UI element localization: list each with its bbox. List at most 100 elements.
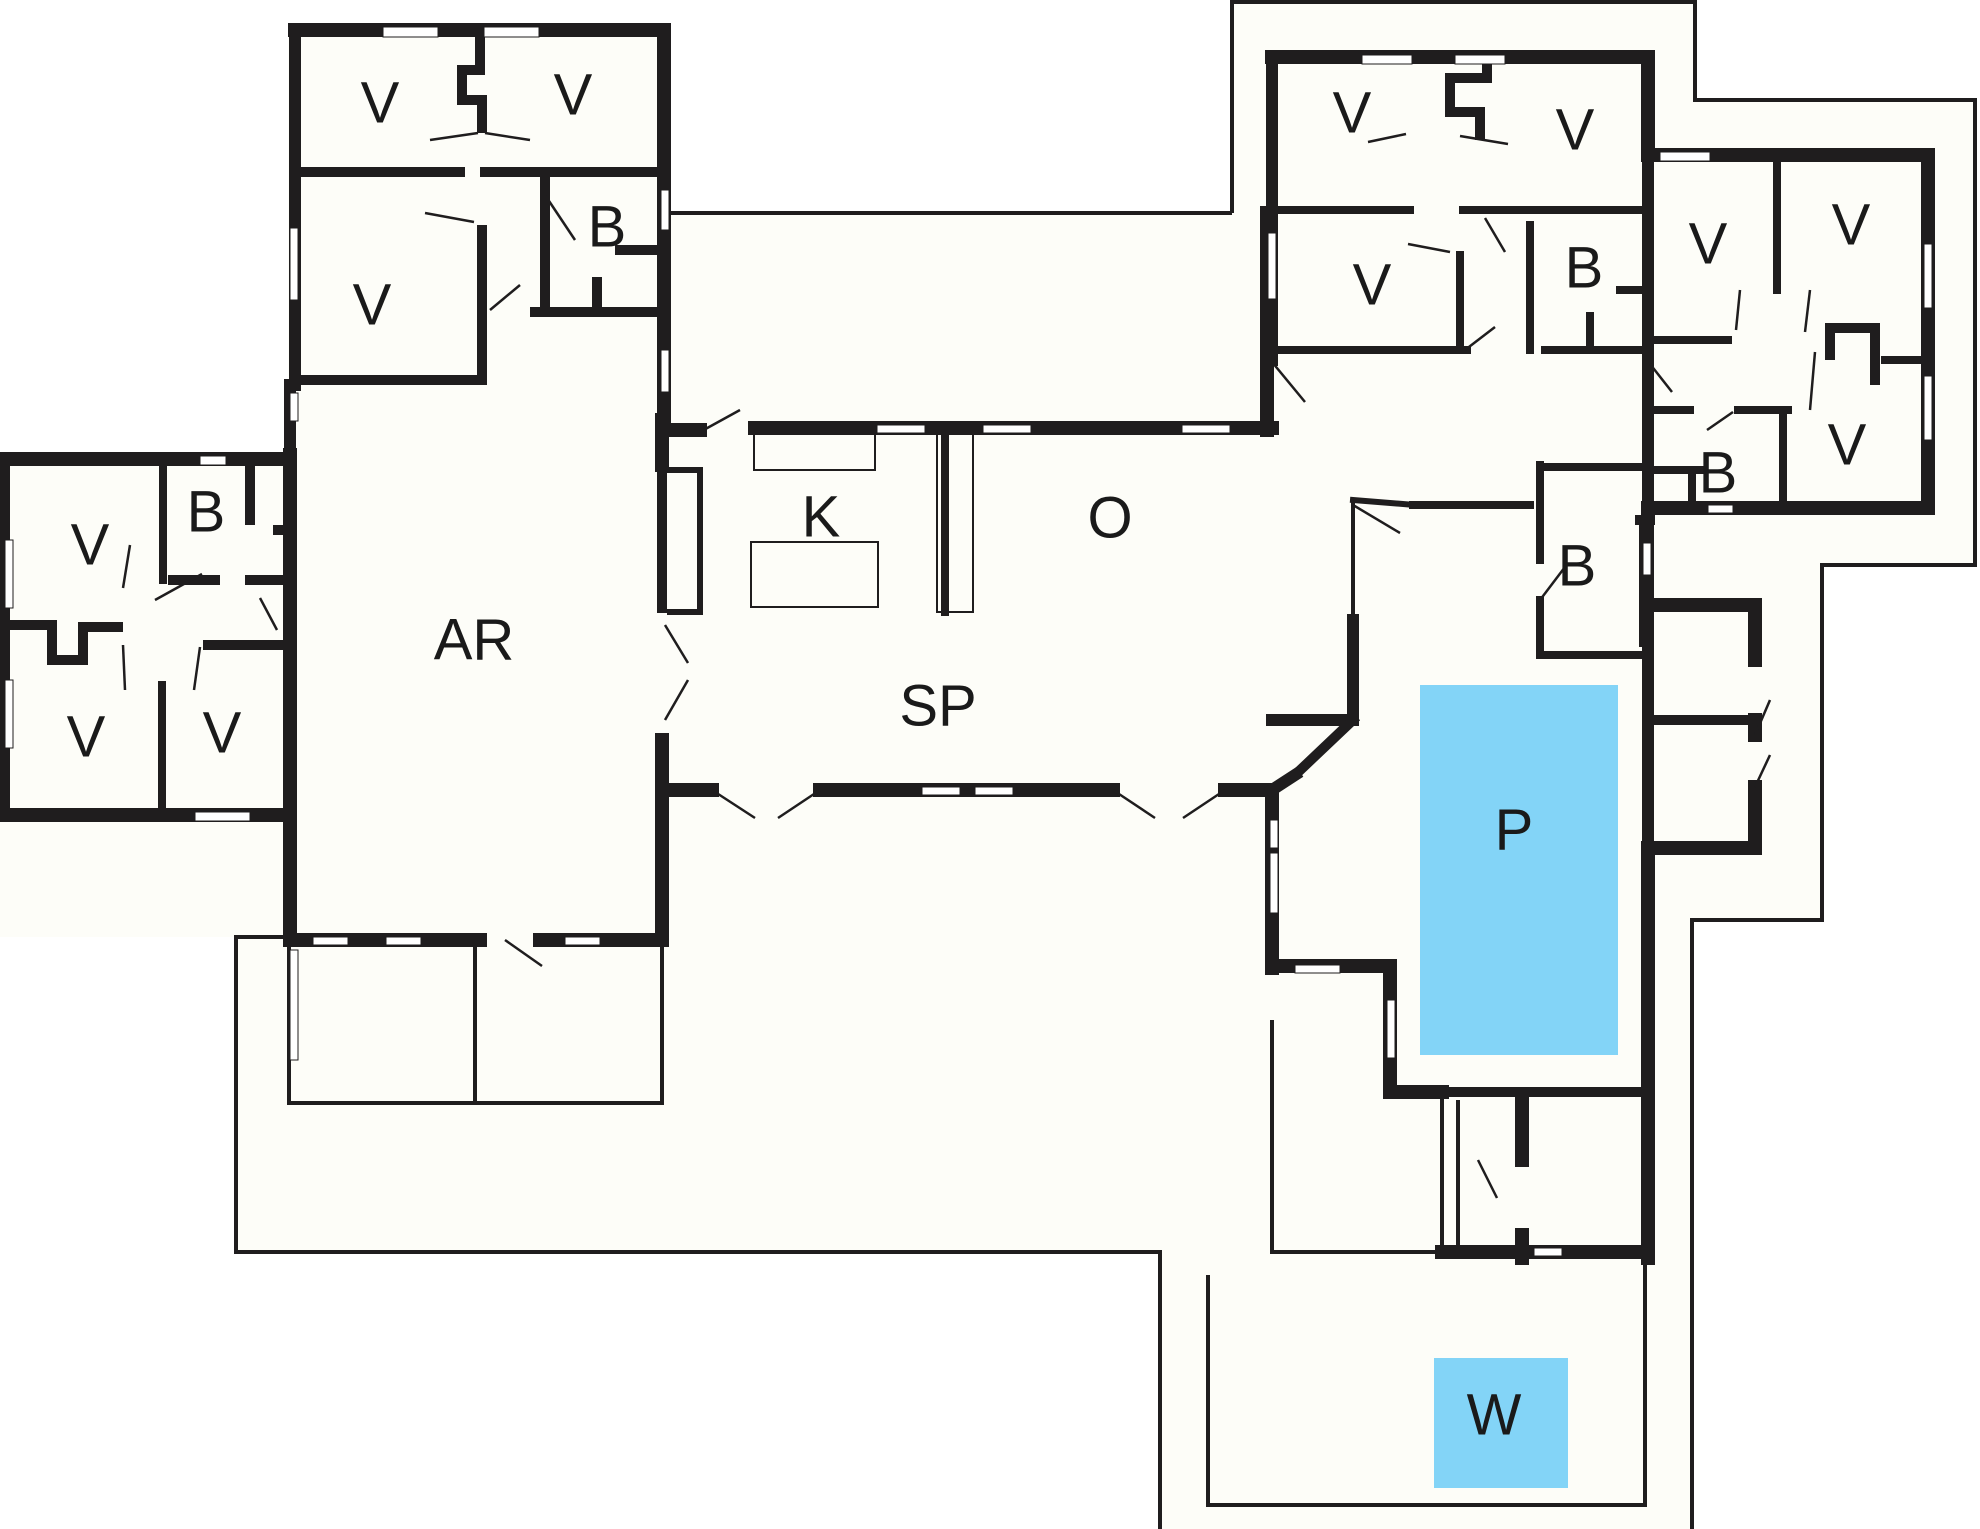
wall-segment xyxy=(290,225,487,385)
room-label-living-room: O xyxy=(1087,486,1132,551)
room-label-bedroom-nw-1: V xyxy=(361,71,400,136)
door-swing xyxy=(1407,242,1451,254)
window xyxy=(199,455,227,466)
whirlpool-water xyxy=(1434,1358,1568,1488)
door-swing xyxy=(489,284,521,311)
door-swing xyxy=(424,211,475,224)
door-swing xyxy=(121,644,127,691)
door-swing xyxy=(1753,699,1772,736)
door-swing xyxy=(543,194,577,241)
window xyxy=(1533,1247,1563,1257)
room-label-bathroom-pool: B xyxy=(1558,534,1597,599)
room-label-bathroom-e: B xyxy=(1699,441,1738,506)
room-label-bedroom-e-3: V xyxy=(1828,413,1867,478)
wall-segment xyxy=(1641,780,1762,855)
room-label-bathroom-nw: B xyxy=(588,195,627,260)
window xyxy=(385,936,422,946)
window xyxy=(1181,424,1231,434)
door-swing xyxy=(663,679,690,721)
window xyxy=(564,936,601,946)
door-swing xyxy=(192,646,202,691)
window xyxy=(4,539,14,609)
window xyxy=(1923,375,1933,441)
wall-segment xyxy=(1287,712,1361,783)
courtyard-area xyxy=(667,213,1267,423)
door-swing xyxy=(1753,754,1772,788)
room-label-pool: P xyxy=(1495,798,1534,863)
wall-segment xyxy=(5,620,123,665)
wall-segment xyxy=(1641,148,1935,515)
terrace-outlines xyxy=(236,211,1647,1507)
door-swing xyxy=(484,131,531,142)
window xyxy=(1267,232,1277,300)
window xyxy=(1659,151,1711,162)
site-boundary-east xyxy=(1230,0,1977,1529)
kitchen-bar xyxy=(936,431,974,613)
door-swing xyxy=(777,788,821,820)
room-labels: V V B V V B V V AR K O SP V V V B V V V … xyxy=(67,63,1871,1448)
window xyxy=(660,189,670,231)
door-swing xyxy=(1476,1159,1499,1199)
door-swing xyxy=(1271,361,1306,403)
window xyxy=(289,392,299,422)
door-swings xyxy=(121,131,1817,1199)
room-label-bedroom-w-2: V xyxy=(67,705,106,770)
window xyxy=(1269,852,1279,914)
room-label-whirlpool: W xyxy=(1467,1383,1522,1448)
window xyxy=(876,424,926,434)
door-swing xyxy=(504,938,543,968)
window xyxy=(194,811,251,822)
room-label-bedroom-nw-3: V xyxy=(353,273,392,338)
room-label-bedroom-w-1: V xyxy=(71,513,110,578)
wall-segment xyxy=(667,467,703,615)
room-label-dining-area: SP xyxy=(899,674,976,739)
door-swing xyxy=(1367,132,1407,144)
door-swing xyxy=(699,408,741,434)
room-label-bathroom-w: B xyxy=(187,480,226,545)
window xyxy=(1923,243,1933,309)
door-swing xyxy=(429,131,479,142)
door-swing xyxy=(1706,410,1734,432)
door-swing xyxy=(1734,289,1742,331)
terrace-line xyxy=(1206,1258,1647,1507)
window xyxy=(1386,999,1396,1059)
door-swing xyxy=(154,572,203,602)
window xyxy=(1294,964,1341,974)
room-label-bedroom-e-2: V xyxy=(1832,193,1871,258)
room-label-bedroom-ne-1: V xyxy=(1333,81,1372,146)
window xyxy=(289,227,299,301)
kitchen-island xyxy=(750,541,879,608)
window xyxy=(312,936,349,946)
wall-segment xyxy=(1445,52,1492,140)
door-swing xyxy=(663,624,690,664)
window xyxy=(382,26,439,38)
wall-segment xyxy=(1825,323,1880,385)
door-swing xyxy=(1539,566,1566,601)
room-label-bedroom-nw-2: V xyxy=(554,63,593,128)
window xyxy=(1361,54,1413,65)
room-label-bathroom-ne: B xyxy=(1565,236,1604,301)
door-swing xyxy=(1808,351,1817,411)
room-label-bedroom-e-1: V xyxy=(1689,212,1728,277)
wall-segment xyxy=(1349,496,1419,509)
kitchen-counter xyxy=(753,431,876,471)
door-swing xyxy=(1352,503,1401,535)
window xyxy=(1642,542,1652,576)
door-swing xyxy=(258,597,279,631)
window xyxy=(660,349,670,393)
terrace-line xyxy=(1270,1020,1440,1254)
room-label-bedroom-ne-2: V xyxy=(1556,98,1595,163)
door-swing xyxy=(711,788,756,820)
walls xyxy=(0,23,1935,1265)
window xyxy=(483,26,540,38)
room-label-kitchen: K xyxy=(802,485,841,550)
door-swing xyxy=(1182,788,1226,820)
window xyxy=(974,786,1014,796)
kitchen-fixtures xyxy=(750,431,974,613)
window xyxy=(1707,504,1734,514)
door-swing xyxy=(1459,134,1509,146)
door-swing xyxy=(121,544,132,589)
window xyxy=(1454,54,1506,65)
window xyxy=(289,949,299,1061)
